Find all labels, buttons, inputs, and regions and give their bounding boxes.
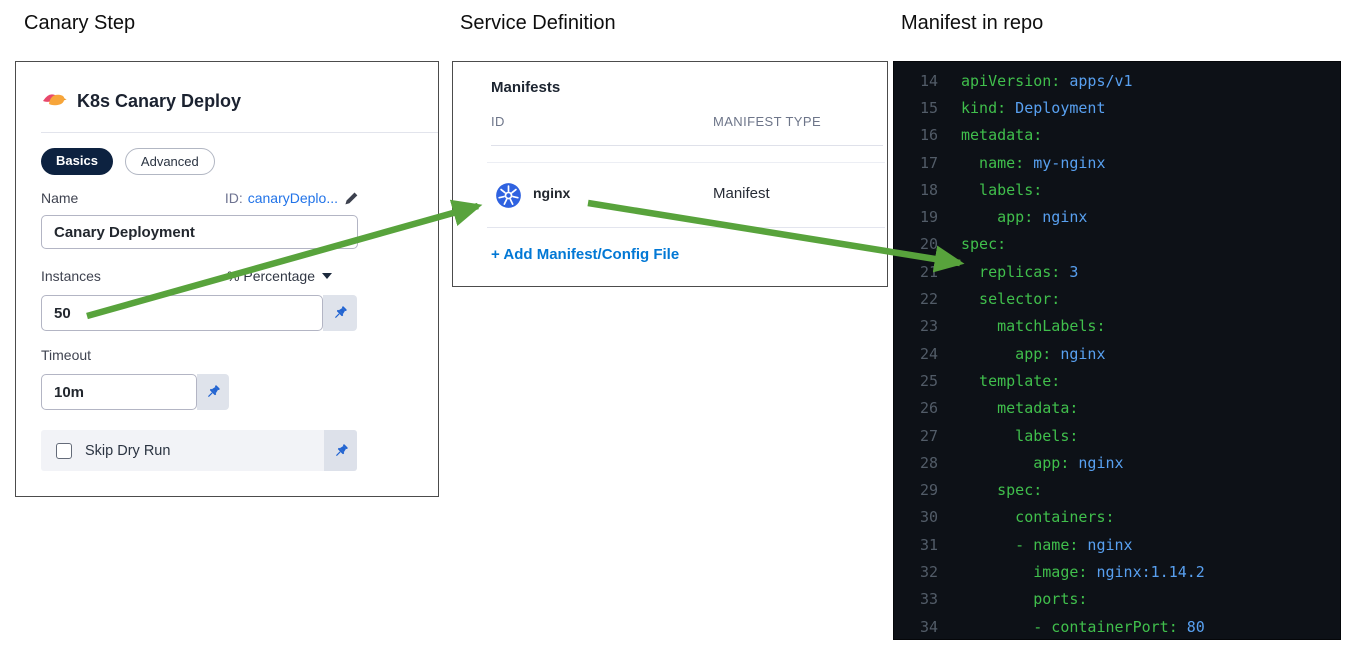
skip-dry-run-pin-button[interactable]: [324, 430, 357, 471]
skip-dry-run-checkbox[interactable]: [56, 442, 72, 459]
pin-icon: [208, 385, 220, 397]
code-line-18: 18 labels:: [919, 180, 1043, 199]
name-label: Name: [41, 190, 79, 206]
edit-pencil-icon[interactable]: [343, 191, 358, 206]
manifest-table-row[interactable]: nginx Manifest: [487, 162, 885, 228]
column-header-manifest-type: MANIFEST TYPE: [713, 114, 822, 129]
code-line-23: 23 matchLabels:: [919, 317, 1106, 336]
name-field-row: Name ID: canaryDeplo...: [41, 190, 358, 206]
instances-label: Instances: [41, 268, 101, 284]
code-line-28: 28 app: nginx: [919, 453, 1124, 472]
step-id-link[interactable]: canaryDeplo...: [247, 190, 338, 206]
code-line-17: 17 name: my-nginx: [919, 153, 1106, 172]
column-header-id: ID: [491, 114, 505, 129]
timeout-field-row: Timeout: [41, 347, 358, 363]
add-manifest-link[interactable]: + Add Manifest/Config File: [491, 246, 680, 263]
unit-dropdown-label: % Percentage: [227, 268, 315, 284]
instances-unit-dropdown[interactable]: % Percentage: [227, 268, 332, 284]
manifest-row-type: Manifest: [713, 185, 770, 202]
tab-basics[interactable]: Basics: [41, 148, 113, 175]
code-line-30: 30 containers:: [919, 508, 1115, 527]
timeout-input[interactable]: 10m: [41, 374, 197, 410]
code-line-24: 24 app: nginx: [919, 344, 1106, 363]
code-line-33: 33 ports:: [919, 590, 1088, 609]
timeout-runtime-pin-button[interactable]: [197, 374, 229, 410]
service-definition-title: Service Definition: [460, 12, 616, 34]
instances-input[interactable]: 50: [41, 295, 323, 331]
skip-dry-run-label: Skip Dry Run: [85, 442, 171, 459]
instances-field-row: Instances % Percentage: [41, 268, 358, 284]
canary-bird-icon: [41, 88, 67, 115]
step-header: K8s Canary Deploy: [41, 88, 241, 115]
id-prefix-label: ID:: [224, 190, 243, 206]
tab-advanced[interactable]: Advanced: [124, 148, 215, 175]
name-input[interactable]: Canary Deployment: [41, 215, 358, 249]
step-title: K8s Canary Deploy: [77, 91, 242, 111]
code-line-22: 22 selector:: [919, 290, 1061, 309]
code-line-34: 34 - containerPort: 80: [919, 617, 1205, 636]
chevron-down-icon: [322, 273, 332, 279]
code-line-26: 26 metadata:: [919, 399, 1079, 418]
skip-dry-run-row: Skip Dry Run: [41, 430, 357, 471]
pin-icon: [335, 306, 347, 318]
code-line-32: 32 image: nginx:1.14.2: [919, 562, 1205, 581]
manifest-in-repo-title: Manifest in repo: [901, 12, 1044, 34]
instances-runtime-pin-button[interactable]: [323, 295, 357, 331]
service-definition-panel: Manifests ID MANIFEST TYPE: [452, 61, 888, 287]
code-line-19: 19 app: nginx: [919, 208, 1088, 227]
table-header-divider: [491, 145, 883, 146]
code-line-31: 31 - name: nginx: [919, 535, 1133, 554]
code-line-29: 29 spec:: [919, 481, 1043, 500]
kubernetes-icon: [495, 182, 522, 209]
manifests-section-title: Manifests: [491, 79, 561, 96]
code-line-21: 21 replicas: 3: [919, 262, 1079, 281]
code-line-27: 27 labels:: [919, 426, 1079, 445]
code-line-25: 25 template:: [919, 371, 1061, 390]
canary-step-panel: K8s Canary Deploy Basics Advanced Name I…: [15, 61, 439, 497]
canary-step-title: Canary Step: [24, 12, 136, 34]
timeout-label: Timeout: [41, 347, 92, 363]
pin-icon: [335, 443, 348, 456]
step-tabs: Basics Advanced: [41, 148, 215, 175]
manifest-row-id: nginx: [533, 185, 571, 201]
step-id-group: ID: canaryDeplo...: [225, 190, 358, 206]
header-divider: [41, 132, 438, 133]
